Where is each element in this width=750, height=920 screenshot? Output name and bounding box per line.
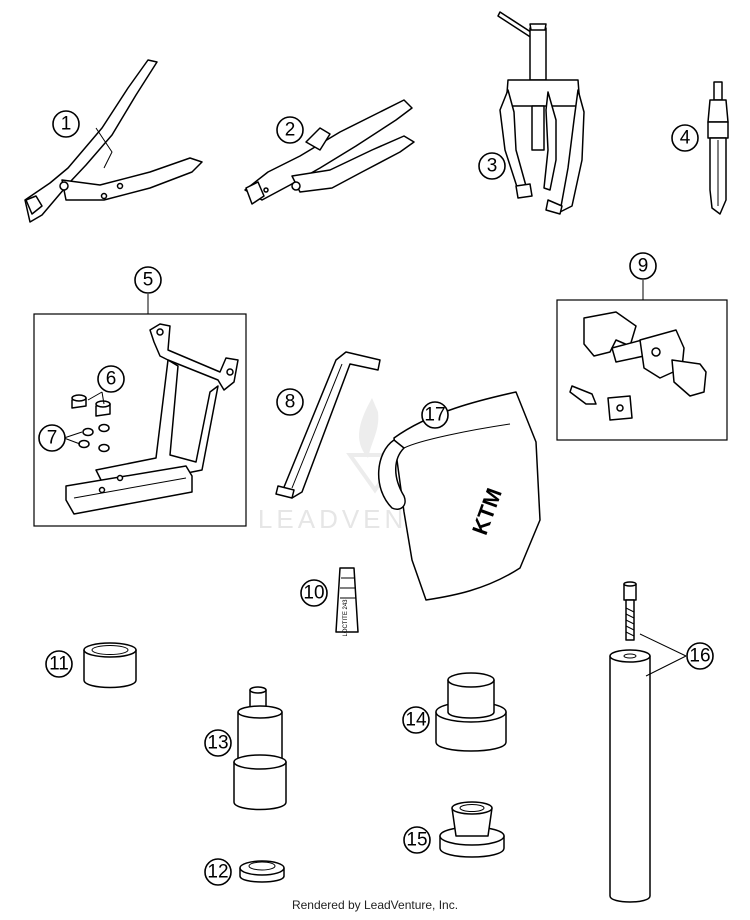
callout-11[interactable]: 11 (45, 650, 73, 678)
part-5-box (33, 313, 247, 527)
part-15-press-ring[interactable] (439, 801, 505, 858)
part-6-screws[interactable] (71, 394, 111, 417)
part-7-nuts[interactable] (78, 423, 110, 453)
part-13-mandrel[interactable] (233, 686, 287, 811)
part-8-holding-tool[interactable] (275, 351, 381, 499)
part-5-engine-stand[interactable] (65, 323, 239, 515)
part-9-chain-tool[interactable] (569, 311, 707, 421)
svg-text:5: 5 (143, 270, 154, 291)
callout-10[interactable]: 10 (300, 579, 328, 607)
callout-16[interactable]: 16 (686, 642, 714, 670)
callout-2[interactable]: 2 (276, 116, 304, 144)
svg-text:14: 14 (405, 710, 427, 731)
callout-3[interactable]: 3 (478, 152, 506, 180)
callout-12[interactable]: 12 (204, 858, 232, 886)
part-9-box (556, 299, 728, 441)
callout-5[interactable]: 5 (134, 266, 162, 294)
svg-text:11: 11 (49, 654, 69, 675)
loctite-label: LOCTITE 243 (343, 599, 349, 637)
callout-9[interactable]: 9 (629, 252, 657, 280)
callout-6[interactable]: 6 (97, 365, 125, 393)
svg-text:9: 9 (638, 256, 649, 277)
svg-text:16: 16 (689, 646, 710, 667)
svg-text:10: 10 (303, 583, 324, 604)
part-16-tube[interactable] (609, 581, 651, 903)
svg-text:7: 7 (47, 428, 58, 449)
svg-text:12: 12 (207, 862, 228, 883)
callout-1[interactable]: 1 (52, 110, 80, 138)
part-1-pliers[interactable] (24, 59, 203, 223)
part-3-puller[interactable] (497, 11, 585, 215)
svg-text:1: 1 (61, 114, 72, 135)
part-14-press-tool[interactable] (435, 672, 507, 752)
part-2-clamp-pliers[interactable] (244, 99, 415, 205)
callout-14[interactable]: 14 (402, 706, 430, 734)
svg-text:15: 15 (406, 830, 427, 851)
callout-4[interactable]: 4 (671, 124, 699, 152)
part-12-ring[interactable] (239, 860, 285, 883)
part-11-sleeve[interactable] (83, 642, 137, 689)
svg-text:13: 13 (207, 733, 228, 754)
part-4-bearing-puller[interactable] (707, 81, 729, 215)
callout-8[interactable]: 8 (276, 388, 304, 416)
svg-text:2: 2 (285, 120, 296, 141)
svg-text:8: 8 (285, 392, 296, 413)
footer-credit: Rendered by LeadVenture, Inc. (291, 898, 459, 912)
svg-text:6: 6 (106, 369, 117, 390)
callout-7[interactable]: 7 (38, 424, 66, 452)
callout-13[interactable]: 13 (204, 729, 232, 757)
callout-15[interactable]: 15 (403, 826, 431, 854)
svg-text:17: 17 (424, 405, 445, 426)
svg-text:4: 4 (680, 128, 691, 149)
part-17-tool-bag[interactable]: KTM (378, 391, 541, 601)
svg-text:3: 3 (487, 156, 498, 177)
part-10-loctite[interactable]: LOCTITE 243 (335, 567, 359, 637)
callout-17[interactable]: 17 (421, 401, 449, 429)
